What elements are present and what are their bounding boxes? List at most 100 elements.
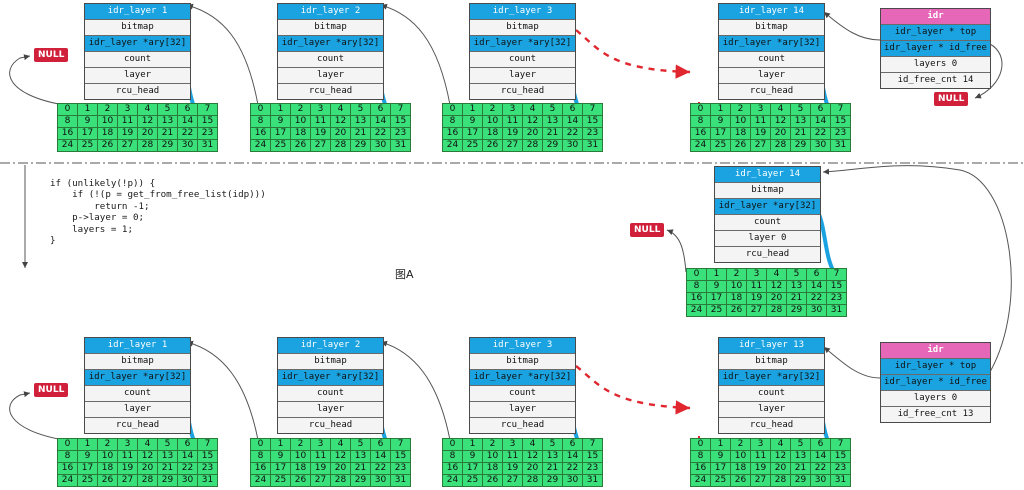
slot-cell: 12 (330, 450, 351, 463)
slot-cell: 24 (442, 139, 463, 152)
bitmap-field: bitmap (719, 353, 824, 369)
slot-cell: 0 (442, 103, 463, 116)
bitmap-field: bitmap (278, 353, 383, 369)
slot-cell: 29 (350, 139, 371, 152)
slot-cell: 6 (177, 438, 198, 451)
rcu-head-field: rcu_head (85, 83, 190, 99)
slot-cell: 11 (750, 115, 771, 128)
slot-cell: 16 (442, 127, 463, 140)
rcu-head-field: rcu_head (719, 417, 824, 433)
slot-cell: 6 (562, 103, 583, 116)
idr-layer-node: idr_layer 2 bitmap idr_layer *ary[32] co… (277, 337, 384, 434)
slot-cell: 14 (177, 450, 198, 463)
code-line: p->layer = 0; (50, 212, 145, 224)
slot-cell: 22 (177, 462, 198, 475)
idr-free-cnt-field: id_free_cnt 14 (881, 72, 990, 88)
null-badge: NULL (34, 383, 69, 397)
parent-arrow (186, 340, 259, 441)
idr-free-field: idr_layer * id_free (881, 374, 990, 390)
slot-cell: 3 (502, 103, 523, 116)
count-field: count (85, 385, 190, 401)
slot-cell: 4 (770, 103, 791, 116)
slot-cell: 10 (482, 115, 503, 128)
slot-cell: 28 (522, 139, 543, 152)
slot-cell: 1 (706, 268, 727, 281)
slot-cell: 2 (482, 103, 503, 116)
bitmap-field: bitmap (85, 19, 190, 35)
slot-cell: 0 (442, 438, 463, 451)
idr-layer-node: idr_layer 14 bitmap idr_layer *ary[32] c… (714, 166, 821, 263)
slot-cell: 8 (57, 450, 78, 463)
slot-cell: 10 (730, 115, 751, 128)
slot-cell: 8 (690, 450, 711, 463)
slot-cell: 18 (730, 127, 751, 140)
parent-arrow (186, 3, 259, 106)
slot-cell: 0 (57, 438, 78, 451)
slot-cell: 25 (77, 474, 98, 487)
slot-cell: 6 (177, 103, 198, 116)
slot-cell: 3 (750, 103, 771, 116)
idr-layer-node: idr_layer 1 bitmap idr_layer *ary[32] co… (84, 3, 191, 100)
slot-cell: 23 (830, 462, 851, 475)
idr-layers-field: layers 0 (881, 56, 990, 72)
slot-cell: 10 (730, 450, 751, 463)
slot-cell: 1 (77, 103, 98, 116)
slot-cell: 14 (810, 115, 831, 128)
layer-field: layer (85, 401, 190, 417)
slot-cell: 6 (810, 438, 831, 451)
slot-cell: 24 (690, 474, 711, 487)
layer-field: layer (278, 67, 383, 83)
slot-cell: 1 (710, 103, 731, 116)
slot-cell: 5 (157, 103, 178, 116)
slot-cell: 18 (97, 462, 118, 475)
slot-cell: 10 (482, 450, 503, 463)
slot-cell: 3 (746, 268, 767, 281)
slot-cell: 18 (726, 292, 747, 305)
slot-cell: 23 (197, 462, 218, 475)
slot-cell: 29 (790, 474, 811, 487)
idr-title: idr (881, 343, 990, 358)
slot-cell: 2 (730, 103, 751, 116)
slot-cell: 12 (522, 450, 543, 463)
slot-cell: 13 (790, 115, 811, 128)
slot-cell: 28 (766, 304, 787, 317)
slot-cell: 31 (830, 474, 851, 487)
slot-cell: 25 (462, 139, 483, 152)
idr-layer-node: idr_layer 1 bitmap idr_layer *ary[32] co… (84, 337, 191, 434)
slot-cell: 0 (57, 103, 78, 116)
slot-cell: 5 (350, 103, 371, 116)
slot-cell: 1 (270, 438, 291, 451)
slot-cell: 5 (790, 103, 811, 116)
slot-cell: 16 (57, 462, 78, 475)
slot-cell: 4 (330, 103, 351, 116)
slot-cell: 26 (726, 304, 747, 317)
slot-cell: 6 (810, 103, 831, 116)
slot-cell: 19 (750, 462, 771, 475)
slot-cell: 21 (350, 462, 371, 475)
slot-cell: 23 (390, 462, 411, 475)
slot-cell: 17 (706, 292, 727, 305)
slot-cell: 30 (810, 139, 831, 152)
count-field: count (715, 214, 820, 230)
slot-cell: 23 (582, 127, 603, 140)
slot-cell: 21 (350, 127, 371, 140)
ary-field: idr_layer *ary[32] (715, 198, 820, 214)
slot-cell: 9 (270, 450, 291, 463)
slot-cell: 9 (462, 115, 483, 128)
slot-cell: 16 (250, 462, 271, 475)
slot-cell: 18 (290, 127, 311, 140)
ary-field: idr_layer *ary[32] (85, 369, 190, 385)
slot-cell: 26 (290, 474, 311, 487)
slot-cell: 30 (177, 474, 198, 487)
code-line: if (unlikely(!p)) { (50, 178, 156, 189)
slot-cell: 14 (562, 115, 583, 128)
